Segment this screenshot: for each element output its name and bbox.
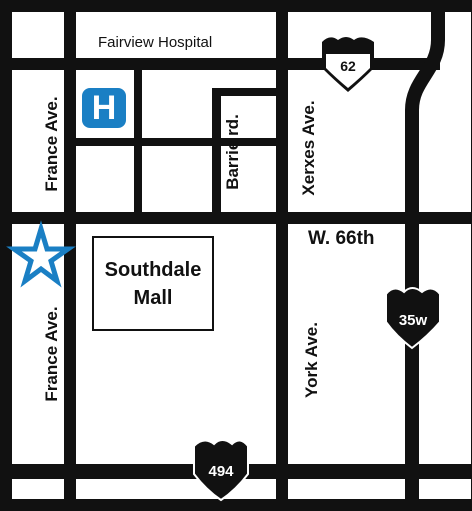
highway-shield-62: 62	[322, 37, 374, 92]
highway-shield-35w: 35w	[385, 287, 441, 350]
label-france-ave-north: France Ave.	[42, 96, 61, 192]
mall-name-line2: Mall	[133, 286, 173, 309]
road-hospital-inner-v	[134, 70, 142, 212]
southdale-mall: Southdale Mall	[92, 236, 214, 331]
highway-shield-494: 494	[193, 439, 249, 502]
road-barrie-rd	[212, 90, 221, 212]
highway-35w-label: 35w	[399, 312, 428, 329]
highway-494-label: 494	[208, 463, 234, 480]
road-w66th	[0, 212, 472, 224]
highway-62-label: 62	[340, 58, 356, 74]
road-top-edge	[0, 0, 472, 12]
hospital-icon-letter: H	[91, 89, 117, 127]
label-barrie-rd: Barrie rd.	[223, 114, 242, 190]
label-york-ave: York Ave.	[302, 322, 321, 398]
road-france-ave	[64, 0, 76, 511]
star-icon	[6, 220, 76, 288]
label-xerxes-ave: Xerxes Ave.	[299, 100, 318, 196]
label-france-ave-south: France Ave.	[42, 306, 61, 402]
road-bottom-edge	[0, 499, 472, 511]
road-hospital-inner-h	[76, 138, 276, 146]
label-w66th: W. 66th	[308, 228, 375, 249]
label-fairview-hospital: Fairview Hospital	[98, 34, 213, 51]
road-left-edge	[0, 0, 12, 511]
road-xerxes-york	[276, 0, 288, 511]
hospital-icon: H	[82, 88, 126, 128]
road-barrie-top	[212, 88, 276, 96]
road-35w	[405, 0, 445, 511]
mall-name-line1: Southdale	[104, 258, 202, 281]
